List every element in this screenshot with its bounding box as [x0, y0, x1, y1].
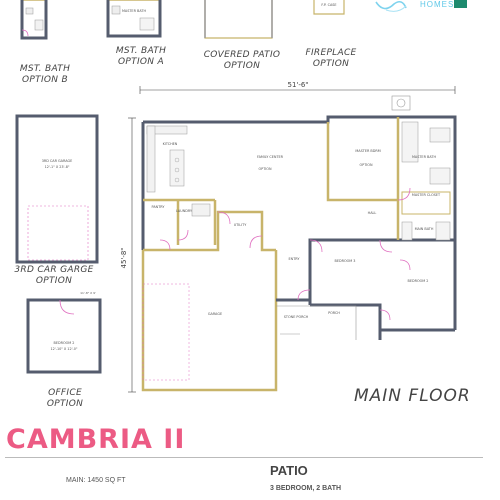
mst-bath-option-b-drawing	[20, 0, 48, 40]
mst-bath-option-a-drawing: MASTER BATH	[106, 0, 162, 38]
depth-dimension: 45'-8"	[120, 117, 136, 393]
main-bath-label: MAIN BATH	[415, 227, 434, 231]
door-swings	[159, 187, 411, 321]
family-label: FAMILY CENTER	[257, 155, 284, 159]
master-bath-top-label: MASTER BATH	[122, 9, 146, 13]
porch-area	[276, 305, 357, 340]
hall-label: HALL	[368, 211, 377, 215]
option-label-line: 3RD CAR GARGE	[14, 265, 94, 275]
depth-dim-text: 45'-8"	[120, 247, 128, 268]
option-label-line: OPTION A	[118, 57, 164, 67]
office-drawing: 11'-8" X 9' BEDROOM 2 12'-10" X 12'-0"	[26, 291, 102, 374]
office-dim-note: 11'-8" X 9'	[80, 291, 96, 295]
covered-patio-drawing	[204, 0, 273, 39]
floor-label: MAIN FLOOR	[354, 386, 471, 406]
family-option-label: OPTION	[259, 167, 272, 171]
main-sqft: MAIN: 1450 SQ FT	[66, 477, 126, 484]
option-label-line: OPTION	[223, 61, 261, 71]
option-thumbnails-side: 3RD CAR GARAGE 12'-1" X 23'-8" 11'-8" X …	[15, 114, 102, 374]
porch-label: PORCH	[328, 311, 340, 315]
fireplace-option-label: FIREPLACE OPTION	[296, 48, 366, 70]
utility-label: UTILITY	[234, 223, 248, 227]
option-label-line: COVERED PATIO	[203, 50, 281, 60]
option-label-line: MST. BATH	[19, 64, 71, 74]
plan-name: CAMBRIA II	[6, 424, 186, 455]
option-label-line: OPTION	[46, 399, 84, 409]
third-car-garage-option-label: 3RD CAR GARGE OPTION	[4, 265, 104, 287]
divider	[5, 457, 483, 458]
master-bath-label: MASTER BATH	[412, 155, 436, 159]
mst-bath-option-a-label: MST. BATH OPTION A	[106, 46, 176, 68]
third-car-garage-drawing: 3RD CAR GARAGE 12'-1" X 23'-8"	[15, 114, 99, 264]
garage-label: GARAGE	[208, 312, 222, 316]
feature-label: PATIO	[270, 463, 308, 478]
option-thumbnails-top: MASTER BATH F.P. CASE	[20, 0, 345, 40]
beds-baths: 3 BEDROOM, 2 BATH	[270, 485, 342, 492]
bedroom2-office-label: BEDROOM 2	[54, 341, 75, 345]
garage3-dim: 12'-1" X 23'-8"	[45, 165, 70, 169]
bedroom2-office-dim: 12'-10" X 12'-0"	[50, 347, 77, 351]
fp-label: F.P. CASE	[321, 3, 336, 7]
main-floor-plan: 51'-6" 45'-8"	[120, 81, 457, 393]
bedroom3-label: BEDROOM 3	[335, 259, 356, 263]
stone-porch-label: STONE PORCH	[284, 315, 309, 319]
entry-label: ENTRY	[289, 257, 301, 261]
master-option-label: OPTION	[360, 163, 373, 167]
option-label-line: MST. BATH	[115, 46, 167, 56]
option-label-line: OPTION	[35, 276, 73, 286]
option-label-line: OFFICE	[48, 388, 82, 398]
brand-logo-box	[454, 0, 467, 8]
pantry-label: PANTRY	[152, 205, 166, 209]
master-bdrm-label: MASTER BDRM	[355, 149, 380, 153]
brand-logo: HOMES	[372, 0, 470, 14]
covered-patio-option-label: COVERED PATIO OPTION	[192, 50, 292, 72]
laundry-label: LAUNDRY	[176, 209, 193, 213]
brand-swirl-icon	[375, 0, 407, 12]
option-label-line: OPTION	[312, 59, 350, 69]
option-label-line: FIREPLACE	[305, 48, 357, 58]
width-dim-text: 51'-6"	[287, 81, 308, 89]
fireplace-drawing: F.P. CASE	[313, 0, 345, 15]
kitchen-counters	[146, 125, 188, 193]
option-label-line: OPTION B	[22, 75, 68, 85]
width-dimension: 51'-6"	[139, 81, 456, 94]
garage3-label: 3RD CAR GARAGE	[42, 159, 73, 163]
brand-text: HOMES	[420, 0, 455, 9]
bedroom2-label: BEDROOM 2	[408, 279, 429, 283]
office-option-label: OFFICE OPTION	[30, 388, 100, 410]
master-closet-label: MASTER CLOSET	[412, 193, 441, 197]
kitchen-label: KITCHEN	[163, 142, 178, 146]
mst-bath-option-b-label: MST. BATH OPTION B	[10, 64, 80, 86]
